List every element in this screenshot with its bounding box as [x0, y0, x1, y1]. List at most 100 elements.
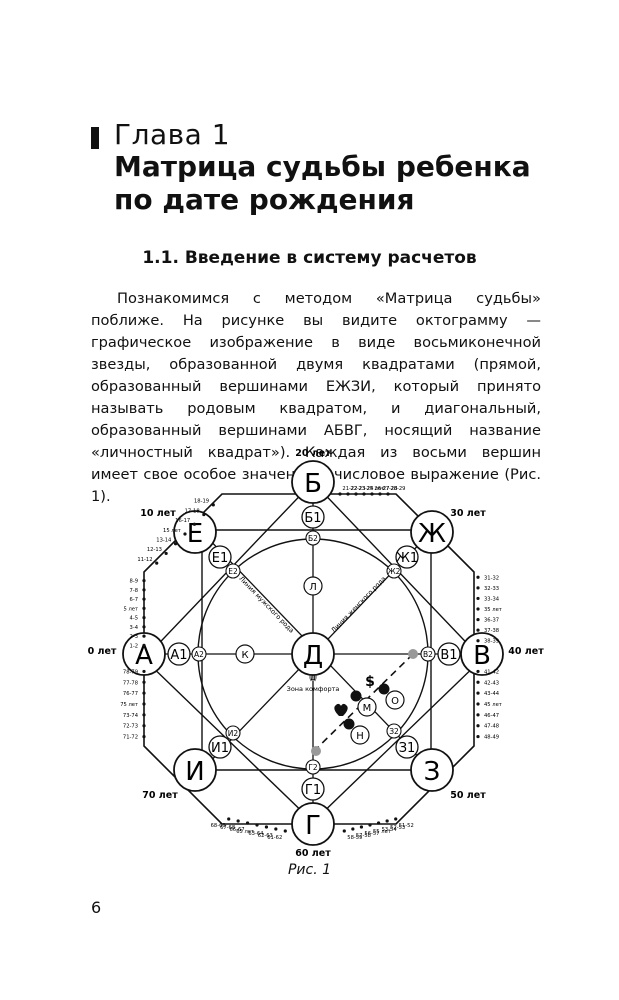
age-label-top-left: 10 лет: [140, 508, 176, 519]
point-m: М: [357, 697, 377, 717]
age-tick-dot: [476, 628, 480, 632]
point-a2: А2: [191, 646, 207, 662]
age-tick-dot: [142, 669, 146, 674]
black-dot-3: [343, 718, 355, 730]
d-small-label: Д: [310, 674, 316, 682]
svg-text:Ж2: Ж2: [388, 567, 401, 576]
age-tick-label: 33-34: [484, 596, 500, 602]
age-tick-label: 32-33: [484, 586, 499, 592]
age-tick-label: 42-43: [484, 680, 499, 686]
vertex-b: Б: [291, 460, 335, 504]
age-tick-dot: [385, 819, 389, 823]
age-tick-dot: [283, 829, 287, 833]
age-tick-dot: [142, 606, 146, 610]
gray-dot-upper: [408, 649, 418, 659]
age-tick-label: 46-47: [484, 713, 499, 719]
age-tick-dot: [359, 825, 364, 829]
age-tick-dot: [202, 512, 206, 517]
age-tick-dot: [476, 669, 480, 674]
age-tick-label: 16-17: [175, 518, 190, 524]
age-tick-label: 56-57: [364, 831, 379, 837]
chapter-title-line-2: по дате рождения: [114, 183, 415, 216]
point-i1: И1: [208, 735, 232, 759]
age-label-top: 20 лет: [295, 448, 331, 459]
age-ticks: 1-22-33-44-55 лет6-77-88-911-1212-1313-1…: [120, 486, 502, 841]
age-tick-label: 73-74: [123, 713, 139, 719]
age-tick-label: 11-12: [137, 557, 152, 563]
age-tick-dot: [476, 734, 480, 739]
age-tick-dot: [346, 492, 350, 496]
age-tick-label: 51-52: [399, 823, 414, 829]
age-tick-label: 17-18: [185, 508, 200, 514]
age-tick-label: 72-73: [123, 724, 138, 730]
vertex-z: З: [410, 748, 454, 792]
point-e1: Е1: [208, 545, 232, 569]
age-tick-dot: [192, 522, 197, 526]
age-tick-label: 12-13: [147, 547, 162, 553]
svg-text:К: К: [241, 650, 248, 661]
age-tick-label: 35 лет: [484, 607, 502, 613]
svg-text:Н: Н: [356, 731, 364, 742]
age-tick-dot: [476, 680, 480, 684]
age-label-left: 0 лет: [88, 646, 117, 657]
age-tick-label: 55 лет: [373, 829, 391, 835]
age-tick-dot: [264, 825, 269, 829]
age-tick-dot: [245, 821, 250, 825]
age-tick-dot: [142, 643, 146, 647]
age-tick-dot: [142, 588, 146, 592]
svg-text:В1: В1: [440, 648, 457, 663]
age-tick-dot: [342, 829, 346, 833]
age-tick-label: 63-64: [248, 831, 264, 837]
age-tick-dot: [476, 607, 480, 611]
section-heading: 1.1. Введение в систему расчетов: [142, 248, 477, 268]
point-n: Н: [350, 725, 370, 745]
comfort-zone-label: Зона комфорта: [287, 685, 340, 693]
age-tick-dot: [376, 821, 381, 825]
age-tick-dot: [378, 492, 382, 496]
age-tick-dot: [354, 492, 358, 496]
age-tick-dot: [476, 586, 480, 590]
age-tick-label: 36-37: [484, 618, 499, 624]
svg-text:З1: З1: [399, 741, 416, 756]
point-z1: З1: [395, 735, 419, 759]
age-tick-dot: [255, 823, 259, 827]
age-tick-dot: [386, 492, 390, 496]
vertex-d: Д: [291, 632, 335, 676]
age-tick-dot: [142, 597, 146, 601]
age-tick-label: 18-19: [194, 499, 209, 505]
point-i2: И2: [225, 725, 241, 741]
age-tick-dot: [142, 625, 146, 629]
chapter-label: Глава 1: [114, 118, 231, 151]
svg-text:Г1: Г1: [305, 783, 321, 798]
age-tick-label: 67-68: [220, 825, 235, 831]
gray-dot-lower: [311, 746, 321, 756]
svg-text:И2: И2: [228, 729, 239, 738]
svg-text:В2: В2: [423, 650, 433, 659]
age-tick-dot: [476, 596, 480, 601]
male-line-label: Линия мужского рода: [237, 575, 295, 635]
vertex-g: Г: [291, 802, 335, 846]
point-l: Л: [303, 576, 323, 596]
black-dot-1: [350, 690, 362, 702]
age-tick-label: 8-9: [130, 579, 138, 585]
age-label-right: 40 лет: [508, 646, 544, 657]
age-tick-label: 21-22: [342, 486, 357, 492]
age-label-bottom-right: 50 лет: [450, 790, 486, 801]
point-e2: Е2: [225, 563, 241, 579]
age-tick-dot: [142, 713, 146, 717]
age-tick-label: 62-63: [258, 833, 273, 839]
age-tick-dot: [142, 616, 146, 620]
point-a1: А1: [167, 642, 191, 666]
svg-text:А1: А1: [170, 648, 187, 663]
age-tick-dot: [164, 551, 168, 556]
age-tick-dot: [476, 575, 480, 579]
point-b1: Б1: [301, 505, 325, 529]
age-tick-label: 45 лет: [484, 702, 502, 708]
svg-text:А: А: [135, 641, 153, 671]
age-tick-dot: [351, 827, 355, 831]
age-tick-dot: [155, 561, 159, 565]
age-tick-dot: [476, 702, 480, 706]
age-tick-label: 15 лет: [163, 528, 181, 534]
point-zh1: Ж1: [395, 545, 419, 569]
svg-text:Г: Г: [305, 811, 321, 841]
